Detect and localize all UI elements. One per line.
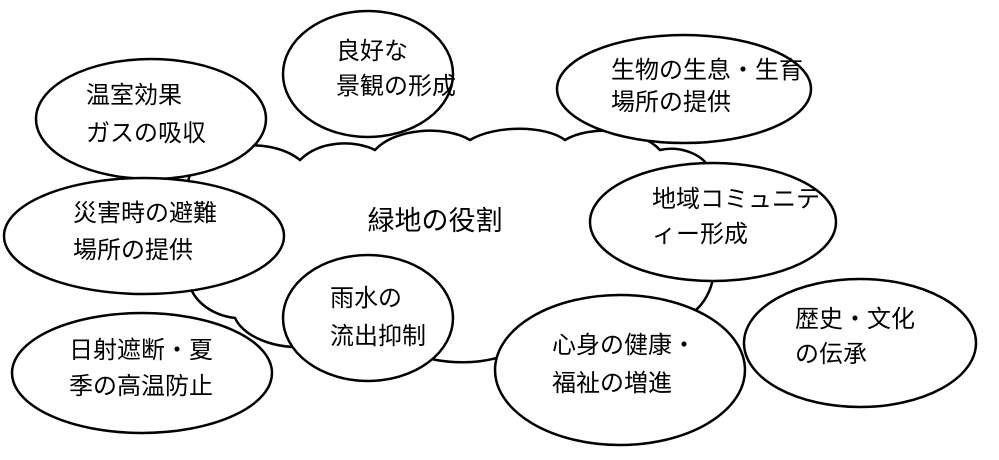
bubble-ellipse <box>555 33 813 145</box>
bubble-label: 温室効果 <box>86 81 182 109</box>
bubble-rainwater: 雨水の 流出抑制 <box>281 253 455 383</box>
bubble-line: 地域コミュニテ <box>652 185 820 213</box>
bubble-line: 季の高温防止 <box>69 372 213 400</box>
bubble-line: 日射遮断・夏 <box>69 336 213 364</box>
bubble-history: 歴史・文化 の伝承 <box>742 277 978 409</box>
bubble-ellipse <box>742 277 978 409</box>
bubble-line: ィー形成 <box>652 220 748 248</box>
bubble-line: 場所の提供 <box>73 236 193 264</box>
bubble-line: 景観の形成 <box>336 72 456 100</box>
bubble-ellipse <box>493 293 747 447</box>
bubble-line: 雨水の <box>330 284 402 312</box>
bubble-ellipse <box>2 176 286 296</box>
bubble-label: 良好な <box>336 37 408 65</box>
bubble-ellipse <box>10 311 274 435</box>
bubble-line: 災害時の避難 <box>73 199 217 227</box>
bubble-line: 流出抑制 <box>330 322 426 350</box>
bubble-label: ィー形成 <box>652 220 748 248</box>
bubble-label: 災害時の避難 <box>73 199 217 227</box>
bubble-line: 心身の健康・ <box>552 331 696 359</box>
bubble-label: 歴史・文化 <box>795 305 915 333</box>
bubble-greenhouse: 温室効果 ガスの吸収 <box>34 57 268 181</box>
bubble-label: 雨水の <box>330 284 402 312</box>
center-label: 緑地の役割 <box>368 206 503 237</box>
bubble-label: 日射遮断・夏 <box>69 336 213 364</box>
bubble-label: 景観の形成 <box>336 72 456 100</box>
bubble-label: の伝承 <box>795 340 867 368</box>
bubble-line: ガスの吸収 <box>86 119 206 147</box>
bubble-label: 場所の提供 <box>611 88 731 116</box>
bubble-label: 場所の提供 <box>73 236 193 264</box>
bubble-line: 温室効果 <box>86 81 182 109</box>
bubble-label: 季の高温防止 <box>69 372 213 400</box>
bubble-line: 良好な <box>336 37 408 65</box>
bubble-disaster: 災害時の避難 場所の提供 <box>2 176 286 296</box>
bubble-landscape: 良好な 景観の形成 <box>281 9 456 139</box>
bubble-health: 心身の健康・ 福祉の増進 <box>493 293 747 447</box>
bubble-heat: 日射遮断・夏 季の高温防止 <box>10 311 274 435</box>
bubble-line: 福祉の増進 <box>552 369 672 397</box>
bubble-label: 福祉の増進 <box>552 369 672 397</box>
bubble-label: 地域コミュニテ <box>652 185 820 213</box>
bubble-label: 心身の健康・ <box>552 331 696 359</box>
bubble-line: の伝承 <box>795 340 867 368</box>
bubble-ellipse <box>588 161 838 283</box>
bubble-line: 生物の生息・生育 <box>611 56 803 84</box>
bubble-label: ガスの吸収 <box>86 119 206 147</box>
bubble-line: 歴史・文化 <box>795 305 915 333</box>
bubble-ellipse <box>281 253 455 383</box>
bubble-habitat: 生物の生息・生育 場所の提供 <box>555 33 813 145</box>
bubble-label: 流出抑制 <box>330 322 426 350</box>
bubble-community: 地域コミュニテ ィー形成 <box>588 161 838 283</box>
bubble-label: 生物の生息・生育 <box>611 56 803 84</box>
bubble-line: 場所の提供 <box>611 88 731 116</box>
bubble-ellipse <box>281 9 455 139</box>
